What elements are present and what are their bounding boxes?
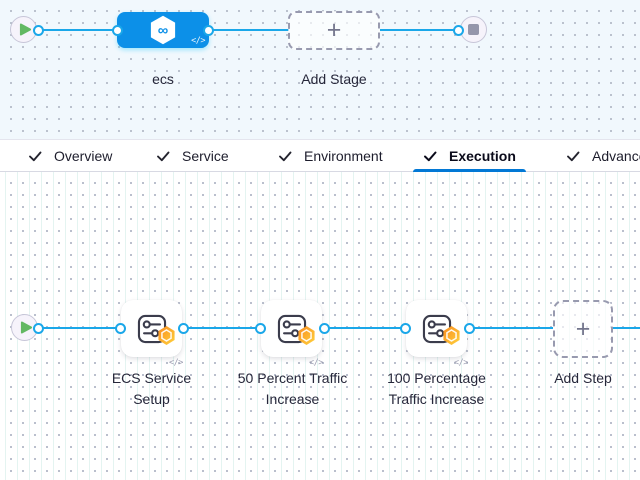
code-icon: </> — [191, 36, 205, 46]
tab-label: Advanced — [592, 147, 640, 164]
plus-icon: + — [326, 16, 342, 44]
add-step-label: Add Step — [554, 370, 612, 386]
node-port[interactable] — [203, 24, 214, 36]
node-port[interactable] — [177, 322, 189, 334]
step-name-label: ECS Service Setup — [111, 370, 192, 407]
tab-environment[interactable]: Environment — [268, 140, 393, 171]
ecs-step-icon — [135, 312, 175, 346]
node-port[interactable] — [33, 24, 44, 36]
check-icon — [278, 149, 292, 163]
deployment-hexagon-icon: ∞ — [150, 15, 176, 45]
tab-label: Execution — [449, 147, 516, 164]
step-node-100-percentage-traffic[interactable] — [406, 300, 467, 357]
add-stage-label: Add Stage — [301, 71, 367, 87]
tab-label: Service — [182, 147, 229, 164]
step-name-label: 50 Percent Traffic Increase — [237, 370, 348, 407]
rollout-badge-icon — [442, 325, 461, 351]
code-icon: </> — [309, 358, 323, 368]
stage-canvas: ∞ </> ecs + Add Stage — [0, 0, 640, 139]
node-port[interactable] — [114, 322, 126, 334]
code-icon: </> — [454, 358, 468, 368]
node-port[interactable] — [463, 322, 475, 334]
node-port[interactable] — [254, 322, 266, 334]
tab-overview[interactable]: Overview — [18, 140, 122, 171]
step-name-label: 100 Percentage Traffic Increase — [387, 370, 486, 407]
play-icon — [20, 321, 32, 334]
node-port[interactable] — [33, 322, 44, 334]
step-node-50-percent-traffic[interactable] — [261, 300, 322, 357]
stage-node-ecs[interactable]: ∞ </> — [117, 12, 209, 48]
check-icon — [423, 149, 437, 163]
connector-line — [326, 327, 406, 330]
tab-advanced[interactable]: Advanced — [556, 140, 640, 171]
connector-line — [471, 327, 553, 330]
stop-icon — [468, 24, 479, 35]
tab-service[interactable]: Service — [146, 140, 239, 171]
node-port[interactable] — [453, 24, 464, 36]
step-node-ecs-service-setup[interactable] — [121, 300, 182, 357]
tab-execution[interactable]: Execution — [413, 140, 526, 172]
execution-canvas: </> ECS Service Setup </> 50 Pe — [0, 172, 640, 480]
connector-line — [613, 327, 640, 330]
add-step-button[interactable]: + — [553, 300, 613, 358]
svg-text:∞: ∞ — [158, 23, 168, 39]
run-stage-button[interactable] — [11, 314, 38, 341]
tab-label: Overview — [54, 147, 113, 164]
connector-line — [185, 327, 261, 330]
stage-name-label: ecs — [152, 71, 174, 87]
node-port[interactable] — [399, 322, 411, 334]
add-stage-button[interactable]: + — [288, 11, 380, 50]
rollout-badge-icon — [297, 325, 316, 351]
play-icon — [19, 23, 31, 36]
node-port[interactable] — [112, 24, 123, 36]
connector-line — [380, 29, 455, 32]
node-port[interactable] — [318, 322, 330, 334]
check-icon — [28, 149, 42, 163]
code-icon: </> — [169, 358, 183, 368]
ecs-step-icon — [275, 312, 315, 346]
connector-line — [40, 327, 120, 330]
check-icon — [156, 149, 170, 163]
tab-label: Environment — [304, 147, 383, 164]
pipeline-end-node[interactable] — [460, 16, 487, 43]
check-icon — [566, 149, 580, 163]
stage-config-tabs: Overview Service Environment Execution A… — [0, 139, 640, 172]
run-pipeline-button[interactable] — [10, 16, 37, 43]
plus-icon: + — [575, 314, 591, 343]
rollout-badge-icon — [157, 325, 176, 351]
connector-line — [40, 29, 118, 32]
ecs-step-icon — [420, 312, 460, 346]
connector-line — [209, 29, 289, 32]
